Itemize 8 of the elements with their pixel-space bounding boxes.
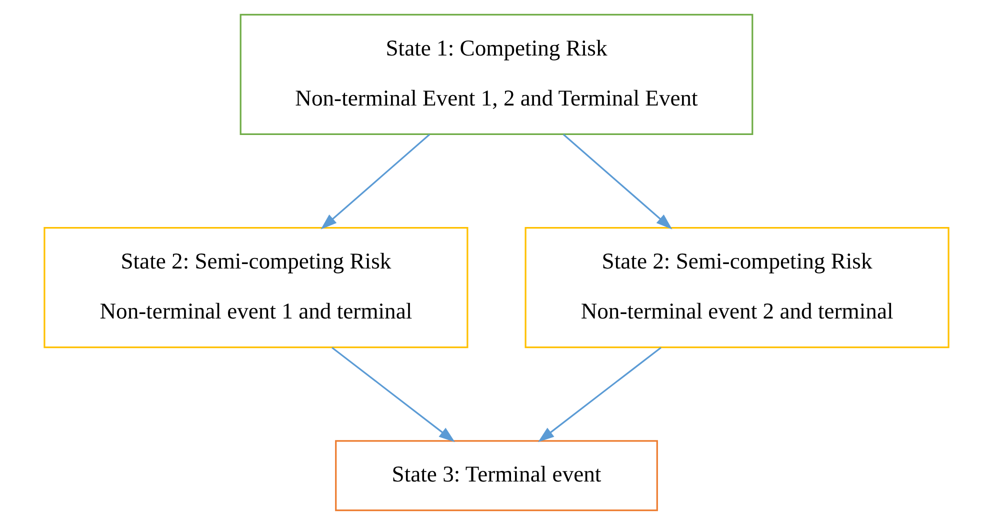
arrow (562, 134, 672, 230)
node-box: State 2: Semi-competing Risk Non-terminal event 2 and terminal (524, 226, 950, 348)
arrow (320, 134, 430, 230)
arrow (332, 346, 455, 442)
node-box: State 2: Semi-competing Risk Non-terminal event 1 and terminal (44, 226, 468, 348)
node-box: State 3: Terminal event (335, 440, 658, 512)
arrow (538, 346, 662, 442)
node-box: State 1: Competing Risk Non-terminal Event 1, 2 and Terminal Event (240, 14, 754, 135)
